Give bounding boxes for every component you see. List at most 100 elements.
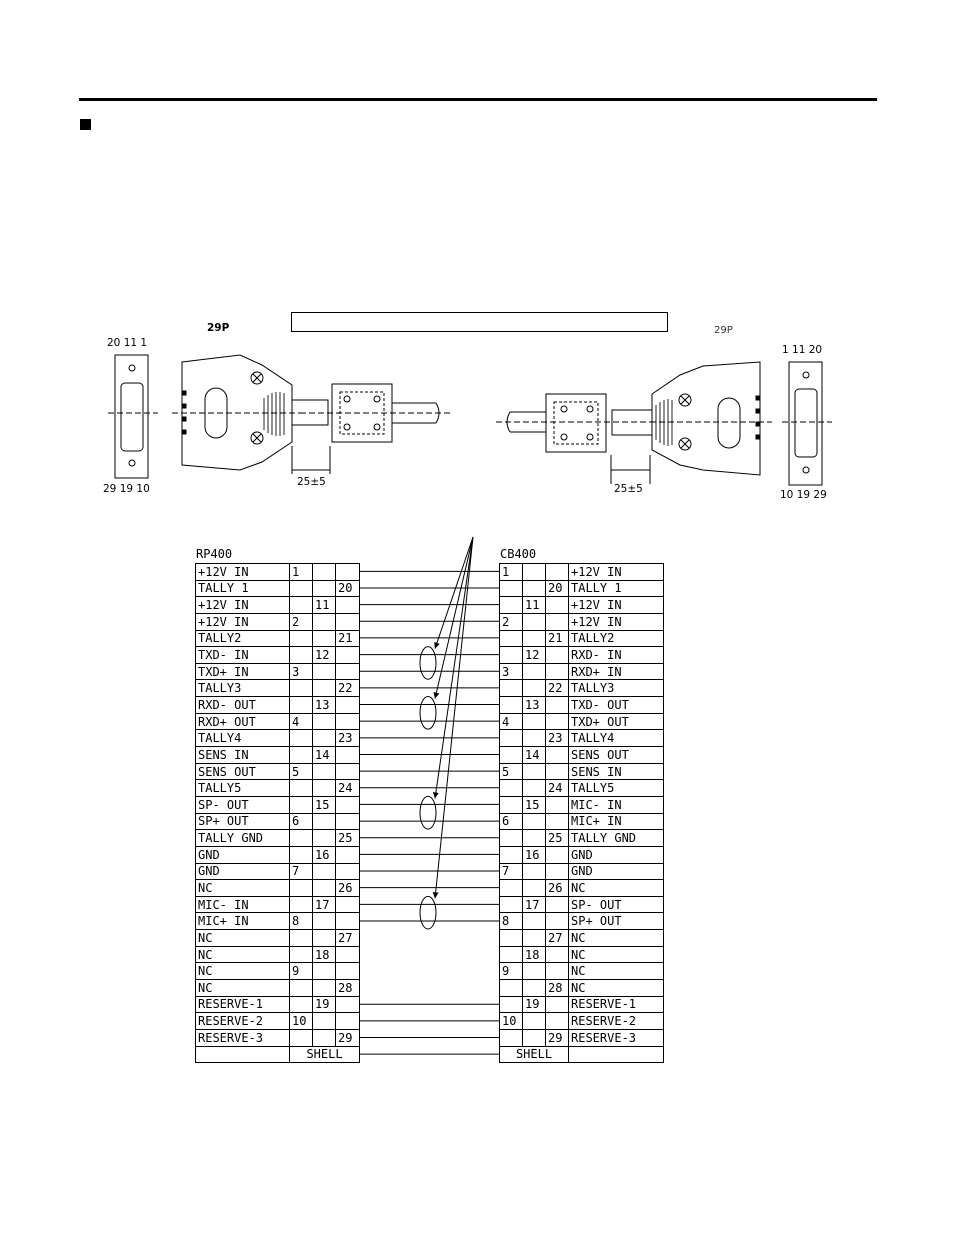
cable-title-box: [291, 312, 668, 332]
pin-number: 23: [545, 729, 569, 748]
pointer-arrow: [432, 536, 474, 799]
signal-name: TALLY3: [568, 679, 664, 698]
right-table-title: CB400: [500, 547, 537, 561]
pin-number: 13: [312, 696, 336, 714]
pin-number: 15: [522, 795, 546, 814]
left-table-title: RP400: [196, 547, 233, 561]
pin-number: 17: [312, 895, 336, 914]
pin-number: 23: [335, 729, 360, 748]
signal-name: SENS IN: [568, 762, 664, 781]
signal-name: +12V IN: [568, 596, 664, 614]
signal-name: NC: [568, 929, 664, 947]
signal-name: RESERVE-1: [568, 995, 664, 1014]
signal-name: TALLY5: [568, 779, 664, 797]
table-row: 1+12V IN: [499, 563, 664, 581]
table-row: 10 RESERVE-2: [499, 1012, 664, 1030]
signal-name: TALLY 1: [195, 579, 290, 598]
left-cable: [291, 383, 450, 443]
signal-name: RXD+ IN: [568, 662, 664, 681]
right-connector-hood: [650, 361, 772, 476]
signal-name: SP+ OUT: [195, 812, 290, 831]
pin-number: 26: [335, 879, 360, 897]
shell-row: SHELL: [499, 1045, 664, 1064]
pointer-arrow: [433, 536, 474, 699]
left-dimension: 25±5: [297, 476, 326, 488]
pointer-arrow: [434, 536, 474, 649]
pin-number: 20: [545, 579, 569, 598]
right-pins-top: 1 11 20: [782, 344, 823, 356]
right-connector-face: [782, 361, 832, 486]
signal-name: TALLY4: [568, 729, 664, 748]
left-pins-bottom: 29 19 10: [103, 483, 150, 495]
signal-name: SP+ OUT: [568, 912, 664, 931]
signal-name: MIC- IN: [568, 795, 664, 814]
left-connector-hood: [172, 354, 331, 474]
right-dimension: 25±5: [614, 483, 643, 495]
left-connector-face: [108, 354, 158, 479]
signal-name: SENS OUT: [195, 762, 290, 781]
left-connector-type: 29P: [207, 322, 230, 334]
pin-number: 11: [522, 596, 546, 614]
pin-number: 18: [522, 945, 546, 964]
signal-name: TALLY4: [195, 729, 290, 748]
twisted-pair-marker: [419, 795, 437, 830]
pin-number: 17: [522, 895, 546, 914]
signal-name: RESERVE-2: [568, 1012, 664, 1030]
signal-name: NC: [195, 962, 290, 981]
signal-name: TALLY GND: [195, 829, 290, 847]
empty-cell: [568, 1045, 664, 1064]
signal-name: TXD+ IN: [195, 662, 290, 681]
left-pins-top: 20 11 1: [107, 337, 148, 349]
shell-label: SHELL: [499, 1045, 569, 1064]
right-connector-type: 29P: [714, 325, 733, 336]
section-bullet: [80, 119, 91, 130]
shell-label: SHELL: [289, 1045, 360, 1064]
table-row: 2+12V IN: [499, 612, 664, 631]
pin-number: 26: [545, 879, 569, 897]
pin-number: 22: [335, 679, 360, 698]
signal-name: TXD- IN: [195, 646, 290, 664]
right-pins-bottom: 10 19 29: [780, 489, 827, 501]
twisted-pair-marker: [419, 895, 437, 930]
pin-number: 15: [312, 795, 336, 814]
pin-number: 10: [499, 1012, 523, 1030]
signal-name: RESERVE-3: [568, 1028, 664, 1047]
signal-name: +12V IN: [195, 563, 290, 581]
header-rule: [79, 98, 877, 101]
right-cable: [496, 393, 653, 484]
twisted-pair-marker: [419, 696, 437, 730]
signal-name: RXD+ OUT: [195, 712, 290, 731]
twisted-pair-marker: [419, 646, 437, 680]
table-row: 15 MIC- IN: [499, 795, 664, 814]
